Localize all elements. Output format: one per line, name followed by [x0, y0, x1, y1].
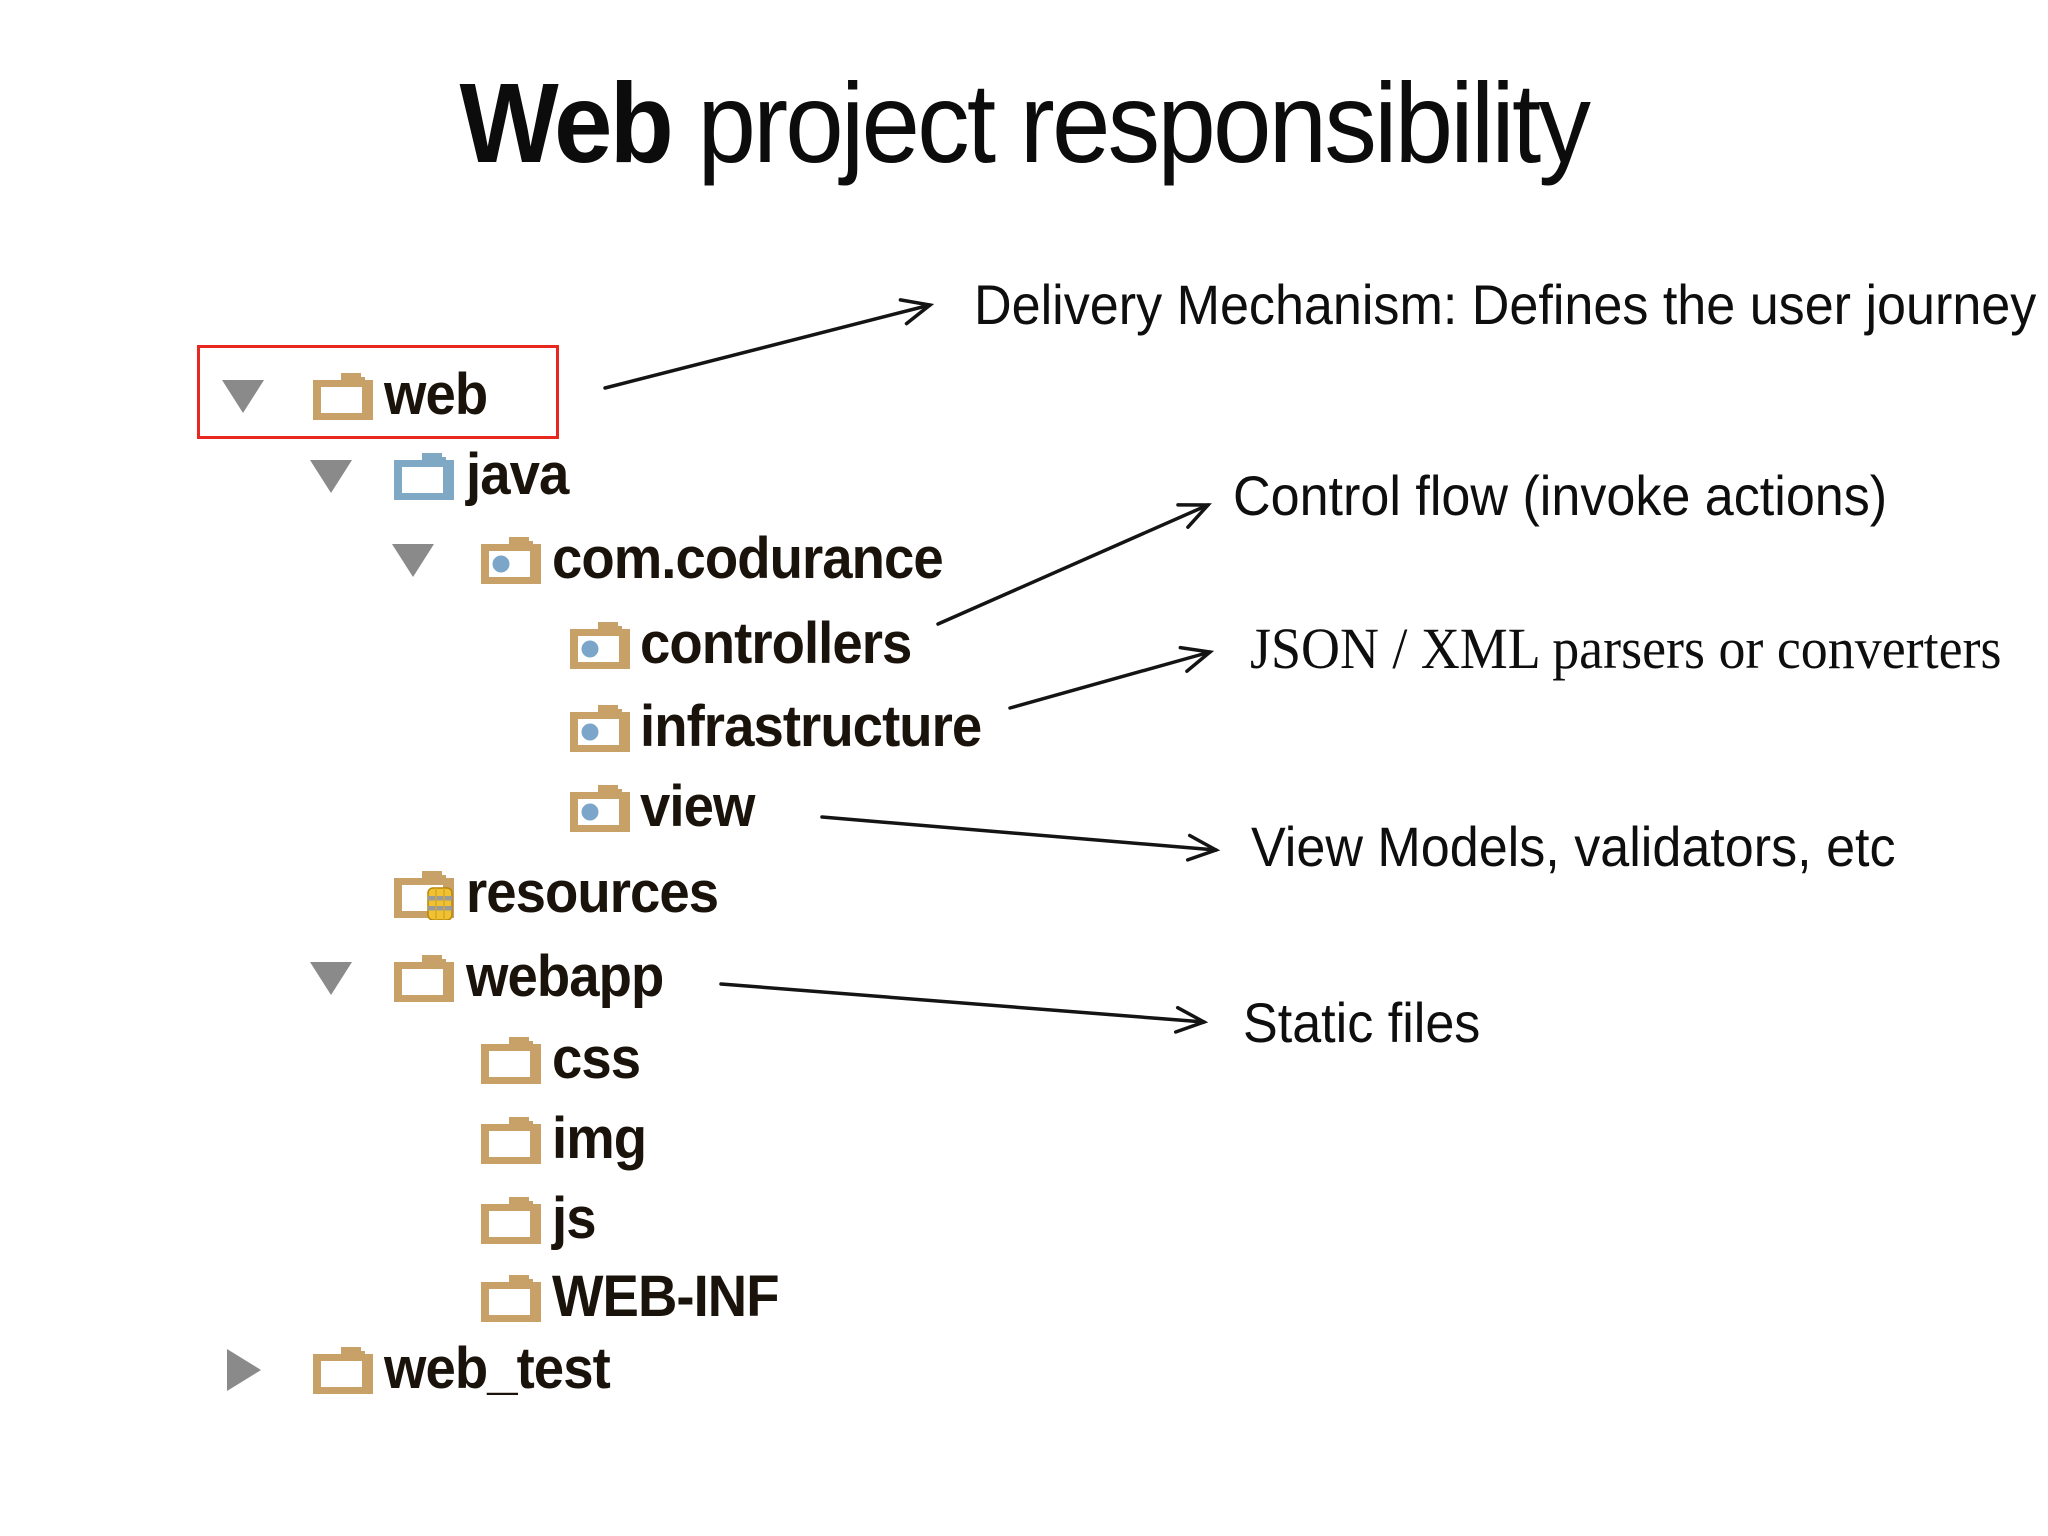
folder-icon [479, 1272, 543, 1329]
tree-row-infrastructure[interactable]: infrastructure [0, 688, 1060, 768]
tree-row-css[interactable]: css [0, 1020, 1060, 1100]
tree-row-resources[interactable]: resources [0, 854, 1060, 934]
tree-row-webapp[interactable]: webapp [0, 938, 1060, 1018]
tree-row-java[interactable]: java [0, 436, 1060, 516]
tree-item-label-css: css [552, 1026, 641, 1092]
tree-row-web-test[interactable]: web_test [0, 1330, 1060, 1410]
tree-row-view[interactable]: view [0, 768, 1060, 848]
tree-item-label-controllers: controllers [640, 611, 912, 677]
annotation-control: Control flow (invoke actions) [1233, 464, 1888, 528]
page-title: Web project responsibility [0, 58, 2048, 188]
tree-item-label-com-codurance: com.codurance [552, 526, 944, 592]
package-folder-icon [568, 702, 632, 759]
annotation-static: Static files [1243, 991, 1481, 1055]
title-rest: project responsibility [671, 60, 1591, 186]
package-folder-icon [568, 782, 632, 839]
folder-icon [311, 1344, 375, 1401]
tree-item-label-img: img [552, 1106, 647, 1172]
folder-icon [479, 1114, 543, 1171]
tree-item-label-web-test: web_test [384, 1336, 611, 1402]
annotation-view-models: View Models, validators, etc [1251, 815, 1896, 879]
source-folder-icon [392, 450, 456, 507]
tree-item-label-view: view [640, 774, 755, 840]
tree-item-label-web: web [384, 362, 488, 428]
tree-row-controllers[interactable]: controllers [0, 605, 1060, 685]
tree-item-label-infrastructure: infrastructure [640, 694, 982, 760]
disclosure-triangle-right-icon[interactable] [226, 1348, 262, 1397]
disclosure-triangle-down-icon[interactable] [391, 543, 435, 583]
disclosure-triangle-down-icon[interactable] [309, 961, 353, 1001]
folder-icon [392, 952, 456, 1009]
annotation-json-xml: JSON / XML parsers or converters [1250, 616, 2002, 682]
title-bold-word: Web [459, 60, 674, 186]
tree-row-web-inf[interactable]: WEB-INF [0, 1258, 1060, 1338]
resources-folder-icon [392, 868, 456, 925]
tree-row-web[interactable]: web [0, 356, 1060, 436]
disclosure-triangle-down-icon[interactable] [309, 459, 353, 499]
tree-row-js[interactable]: js [0, 1180, 1060, 1260]
tree-row-com-codurance[interactable]: com.codurance [0, 520, 1060, 600]
tree-item-label-java: java [466, 442, 569, 508]
folder-icon [479, 1034, 543, 1091]
folder-icon [311, 370, 375, 427]
tree-item-label-resources: resources [466, 860, 719, 926]
package-folder-icon [568, 619, 632, 676]
disclosure-triangle-down-icon[interactable] [221, 379, 265, 419]
annotation-delivery: Delivery Mechanism: Defines the user jou… [974, 273, 2037, 337]
tree-item-label-webapp: webapp [466, 944, 664, 1010]
folder-icon [479, 1194, 543, 1251]
package-folder-icon [479, 534, 543, 591]
tree-row-img[interactable]: img [0, 1100, 1060, 1180]
tree-item-label-web-inf: WEB-INF [552, 1264, 780, 1330]
tree-item-label-js: js [552, 1186, 597, 1252]
